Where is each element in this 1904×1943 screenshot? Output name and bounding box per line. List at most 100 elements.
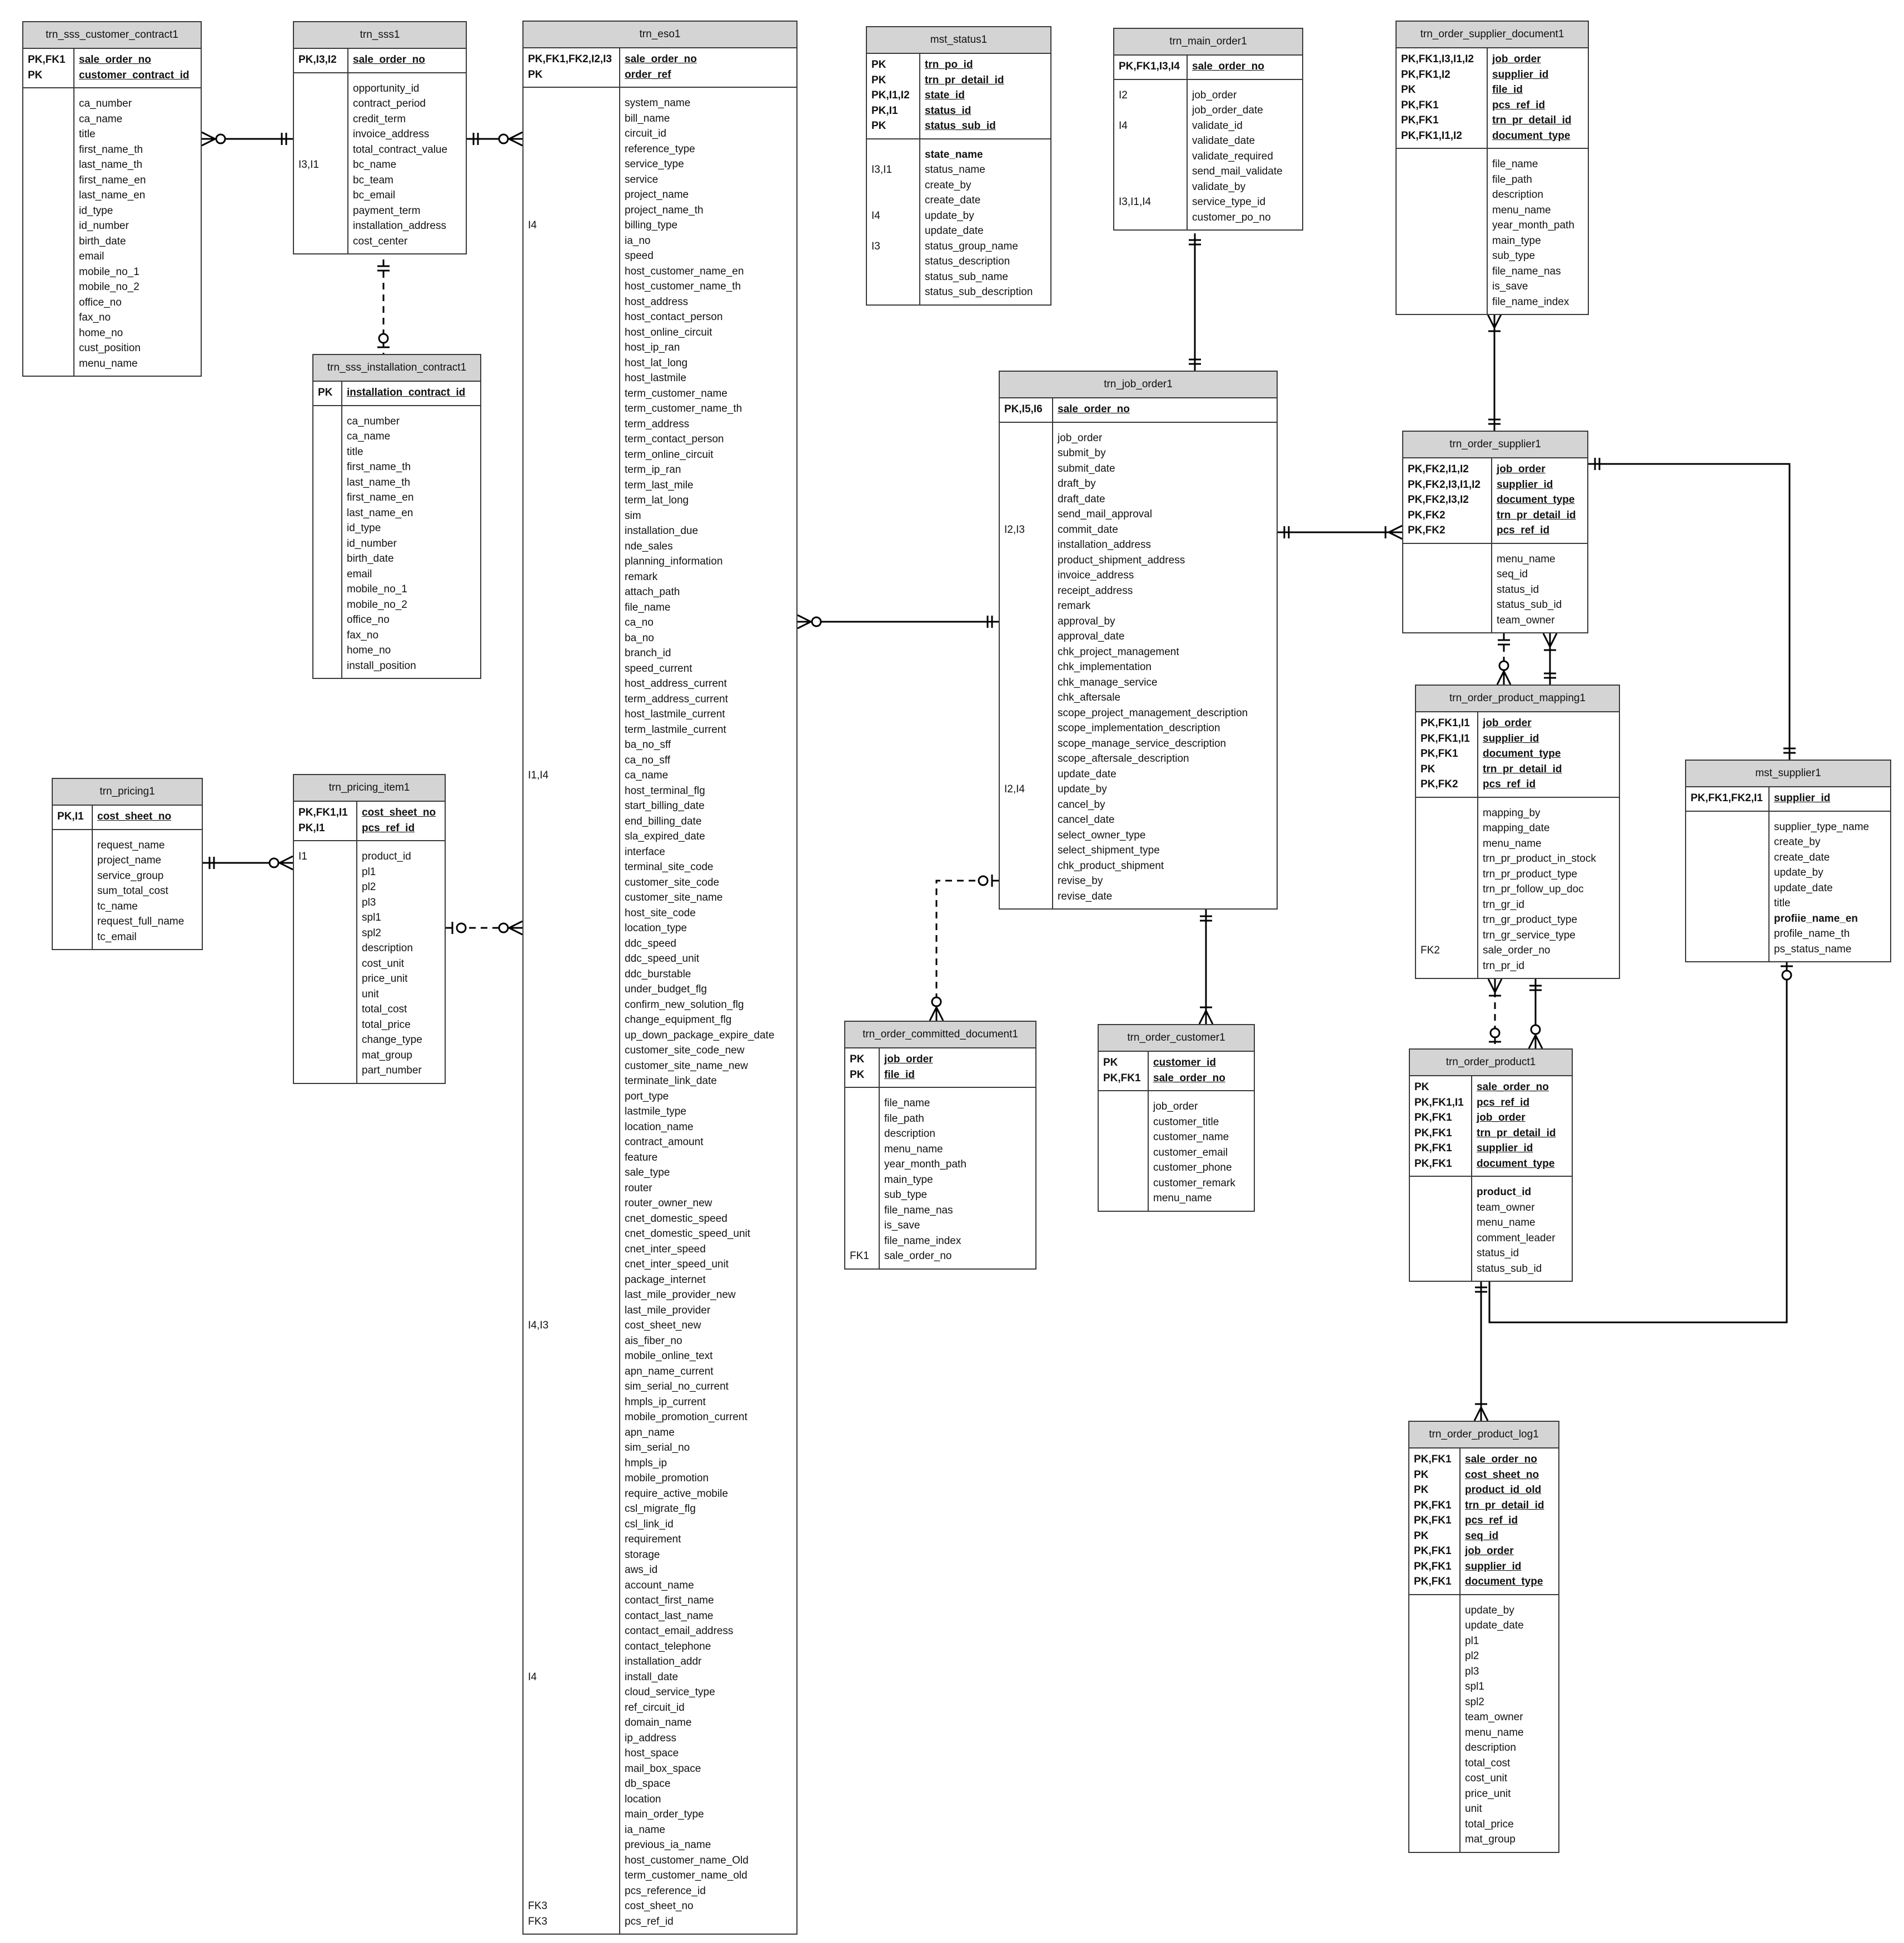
attribute-field: fax_no <box>347 629 379 641</box>
attribute-field: supplier_type_name <box>1774 821 1870 833</box>
entity-title: trn_sss_customer_contract1 <box>23 22 201 49</box>
crows-foot <box>279 855 293 864</box>
key-flag <box>1691 865 1765 881</box>
attribute-field: job_order <box>1058 432 1103 444</box>
key-flag <box>1414 1786 1456 1802</box>
key-flag <box>1414 1817 1456 1832</box>
attribute-field: pl1 <box>362 866 376 878</box>
attribute-field: fax_no <box>79 312 111 323</box>
attribute-field: cloud_service_type <box>625 1686 715 1698</box>
attribute-field: customer_po_no <box>1192 211 1271 223</box>
key-flag: PK,FK1,I3,I1,I2 <box>1401 53 1474 65</box>
attribute-field: trn_pr_product_in_stock <box>1483 853 1596 865</box>
attribute-field: menu_name <box>1477 1217 1536 1228</box>
key-flag <box>1119 179 1183 195</box>
attribute-field: ia_name <box>625 1824 665 1836</box>
attribute-field: service_type_id <box>1192 196 1266 208</box>
key-flag <box>528 1609 616 1624</box>
key-flag <box>1401 294 1483 310</box>
attribute-field: sim_serial_no <box>625 1442 690 1453</box>
key-column: I1 <box>294 841 357 1083</box>
key-flag: PK,FK1,I3,I4 <box>1119 61 1180 72</box>
attribute-field: draft_by <box>1058 478 1096 490</box>
attribute-field: id_number <box>347 537 397 550</box>
key-flag <box>298 142 344 158</box>
key-flag <box>1401 218 1483 233</box>
attribute-field: status_group_name <box>925 240 1018 252</box>
key-flag <box>1414 1725 1456 1741</box>
attribute-field: menu_name <box>1492 204 1551 216</box>
key-flag <box>871 178 916 193</box>
attribute-field: mapping_by <box>1483 807 1541 819</box>
primary-key-field: document_type <box>1477 1157 1555 1170</box>
primary-key-field: cost_sheet_no <box>97 811 172 822</box>
key-flag: I4 <box>871 209 880 222</box>
name-column: sale_order_no <box>1053 398 1277 422</box>
key-column: FK2 <box>1416 797 1478 978</box>
attribute-field: pl2 <box>1465 1650 1479 1662</box>
attribute-field: ref_circuit_id <box>625 1701 685 1714</box>
primary-key-field: status_id <box>925 104 971 117</box>
key-flag <box>1691 850 1765 866</box>
attribute-field: update_date <box>1058 768 1117 780</box>
key-flag <box>1420 821 1474 836</box>
attribute-field: total_cost <box>1465 1757 1511 1769</box>
attribute-field: account_name <box>625 1579 694 1591</box>
attribute-field: contact_first_name <box>625 1595 714 1606</box>
key-column <box>1409 1595 1461 1852</box>
key-flag <box>528 631 616 646</box>
key-flag <box>528 401 616 417</box>
attribute-field: term_last_mile <box>625 479 694 491</box>
attribute-field: last_mile_provider_new <box>625 1289 736 1301</box>
attribute-field: scope_implementation_description <box>1058 722 1220 734</box>
key-flag <box>528 172 616 188</box>
crows-foot <box>929 1007 938 1021</box>
name-column: supplier_id <box>1770 787 1890 811</box>
key-flag <box>318 551 338 567</box>
key-flag <box>1119 149 1183 164</box>
key-flag <box>57 883 88 899</box>
attribute-field: ddc_speed <box>625 937 676 950</box>
attribute-field: sale_type <box>625 1167 670 1178</box>
primary-key-field: installation_contract_id <box>347 387 466 398</box>
crows-foot <box>1388 525 1403 533</box>
attribute-field: customer_site_code_new <box>625 1045 745 1056</box>
key-flag: PK,FK1,FK2,I1 <box>1691 792 1763 804</box>
key-flag <box>1004 629 1049 645</box>
crows-foot <box>1388 531 1403 540</box>
key-flag <box>1004 476 1049 492</box>
key-flag <box>318 582 338 597</box>
key-flag <box>528 1654 616 1670</box>
attribute-field: bc_team <box>353 174 393 186</box>
key-flag <box>298 971 353 987</box>
key-flag <box>318 658 338 674</box>
primary-key-field: sale_order_no <box>1477 1081 1549 1093</box>
key-flag <box>528 539 616 555</box>
key-flag: I4 <box>1119 119 1128 132</box>
attribute-field: price_unit <box>362 973 408 985</box>
attribute-field: status_sub_description <box>925 286 1033 298</box>
attribute-field: ca_no <box>625 617 654 628</box>
attribute-field: team_owner <box>1497 614 1555 626</box>
attribute-field: id_number <box>79 220 129 232</box>
key-flag <box>1004 553 1049 568</box>
attribute-field: customer_site_name_new <box>625 1060 748 1072</box>
cardinality-circle <box>268 857 280 868</box>
key-flag <box>1414 1695 1456 1710</box>
attribute-field: job_order <box>1153 1101 1198 1112</box>
attribute-field: bc_name <box>353 159 397 171</box>
crows-foot <box>1503 671 1512 685</box>
key-flag <box>1401 264 1483 279</box>
key-flag <box>1004 706 1049 721</box>
key-flag: PK,FK1 <box>1414 1545 1452 1557</box>
